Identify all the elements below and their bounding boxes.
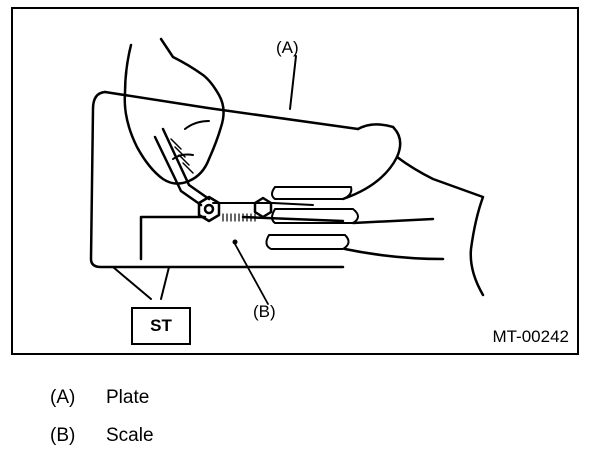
figure-frame: (A) (B) ST MT-00242 bbox=[11, 7, 579, 355]
callout-b-label: (B) bbox=[253, 302, 276, 321]
legend-label: Scale bbox=[106, 425, 154, 446]
plate-measurement-illustration bbox=[89, 37, 485, 305]
right-hand bbox=[356, 123, 485, 297]
callout-a-leader bbox=[289, 55, 297, 110]
nut-left bbox=[197, 195, 221, 223]
left-hand bbox=[123, 37, 225, 185]
legend-label: Plate bbox=[106, 387, 150, 408]
special-tool-label: ST bbox=[131, 307, 191, 345]
scale-bar bbox=[212, 202, 314, 206]
callout-a-label: (A) bbox=[276, 38, 299, 57]
legend-item: (B) Scale bbox=[50, 426, 154, 445]
figure-id: MT-00242 bbox=[492, 327, 569, 346]
scale-block bbox=[139, 215, 345, 261]
legend-key: (A) bbox=[50, 387, 76, 408]
st-pointer-right bbox=[160, 266, 170, 300]
legend-key: (B) bbox=[50, 425, 76, 446]
wrench bbox=[153, 127, 211, 207]
scale-ticks bbox=[222, 213, 256, 222]
plate-top-edge bbox=[103, 90, 360, 131]
legend-item: (A) Plate bbox=[50, 388, 149, 407]
plate-outline bbox=[89, 90, 345, 269]
callout-b-leader bbox=[234, 243, 269, 305]
st-pointer-left bbox=[112, 266, 152, 300]
nut-right bbox=[253, 196, 273, 219]
